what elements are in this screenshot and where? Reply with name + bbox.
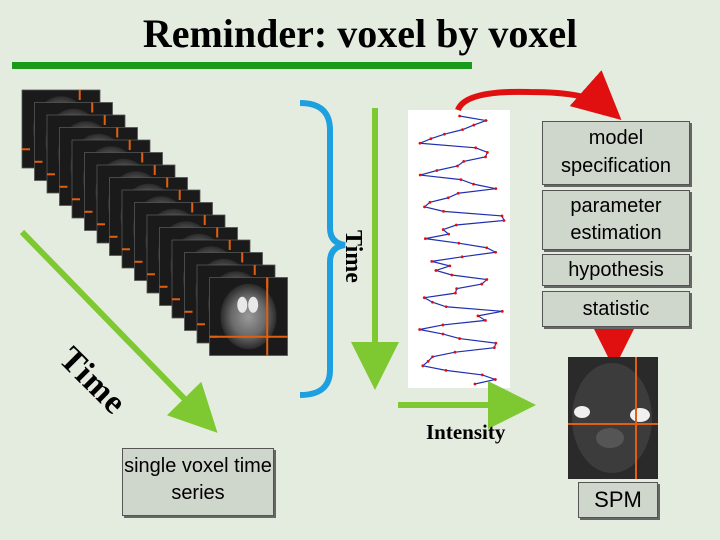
time-diagonal-arrow (19, 229, 218, 433)
hypothesis-box: hypothesis (542, 254, 690, 286)
time-series-point (461, 128, 464, 132)
model-specification-text: model specification (560, 127, 672, 177)
statistic-text: statistic (582, 298, 650, 320)
time-series-point (492, 346, 496, 350)
time-series-point (444, 368, 448, 372)
time-series-point (430, 259, 434, 263)
brain-slice (209, 277, 288, 356)
time-series-point (474, 146, 478, 150)
time-series-point (428, 200, 432, 204)
intensity-label: Intensity (426, 420, 506, 444)
time-series-point (431, 355, 435, 359)
time-series-point (441, 228, 445, 231)
model-arrow (455, 70, 622, 120)
time-series-point (494, 187, 498, 191)
spm-text: SPM (594, 487, 642, 512)
time-series-point (494, 250, 497, 254)
time-series-point (455, 287, 459, 291)
time-series-point (485, 278, 489, 281)
time-series-point (423, 205, 426, 209)
time-series-point (454, 223, 458, 227)
time-series-point (502, 219, 506, 222)
time-series-point (444, 305, 448, 309)
time-series-point (429, 137, 433, 141)
time-series-trace (419, 115, 505, 385)
time-series-point (500, 214, 504, 218)
time-series-point (484, 119, 488, 122)
time-series-point (448, 264, 452, 268)
time-series-point (476, 314, 480, 318)
time-series-point (485, 150, 489, 154)
time-series-point (473, 382, 477, 386)
time-series-point (447, 232, 451, 236)
time-series-point (459, 178, 463, 181)
time-series-point (453, 350, 457, 354)
model-specification-box: model specification (542, 121, 690, 185)
time-series-point (472, 182, 475, 186)
spm-map-image (568, 357, 658, 479)
time-series-point (450, 273, 454, 277)
time-series-point (434, 269, 438, 272)
time-series-point (454, 291, 457, 295)
time-series-point (458, 337, 461, 340)
time-series-point (457, 241, 461, 245)
time-series-point (500, 309, 504, 313)
time-series-point (441, 332, 445, 336)
parameter-estimation-text: parameter estimation (570, 195, 662, 244)
single-voxel-text: single voxel time series (124, 455, 272, 504)
time-series-point (458, 114, 462, 118)
hypothesis-text: hypothesis (568, 259, 664, 281)
time-series-point (456, 191, 460, 195)
time-series-point (423, 237, 427, 241)
time-series-point (443, 132, 446, 136)
time-series-point (494, 341, 498, 345)
time-series-point (435, 169, 439, 172)
time-series-points (418, 114, 506, 386)
brain-slice-stack (21, 89, 288, 356)
time-series-point (462, 160, 466, 163)
time-series-point (484, 155, 487, 159)
time-series-point (480, 282, 484, 286)
time-series-point (418, 328, 422, 331)
time-series-point (456, 164, 459, 168)
time-series-point (480, 373, 484, 377)
time-brace (299, 100, 346, 398)
time-series-point (485, 246, 489, 250)
time-series-point (442, 209, 445, 213)
time-series-point (418, 173, 422, 177)
time-series-point (422, 296, 426, 300)
time-series-point (483, 319, 487, 322)
time-series-point (472, 123, 476, 127)
title-underline (12, 62, 472, 69)
time-vertical-label: Time (340, 230, 366, 283)
time-series-point (418, 141, 422, 145)
time-series-point (446, 196, 450, 200)
time-series-point (493, 378, 497, 381)
time-series-point (421, 364, 425, 368)
parameter-estimation-box: parameter estimation (542, 190, 690, 250)
spm-box: SPM (578, 482, 658, 518)
single-voxel-box: single voxel time series (122, 448, 274, 516)
time-series-point (431, 300, 434, 304)
time-series-plot (408, 110, 510, 388)
time-series-point (426, 359, 430, 363)
time-series-point (460, 255, 464, 259)
statistic-box: statistic (542, 291, 690, 327)
time-series-point (441, 323, 445, 327)
page-title: Reminder: voxel by voxel (142, 11, 578, 56)
